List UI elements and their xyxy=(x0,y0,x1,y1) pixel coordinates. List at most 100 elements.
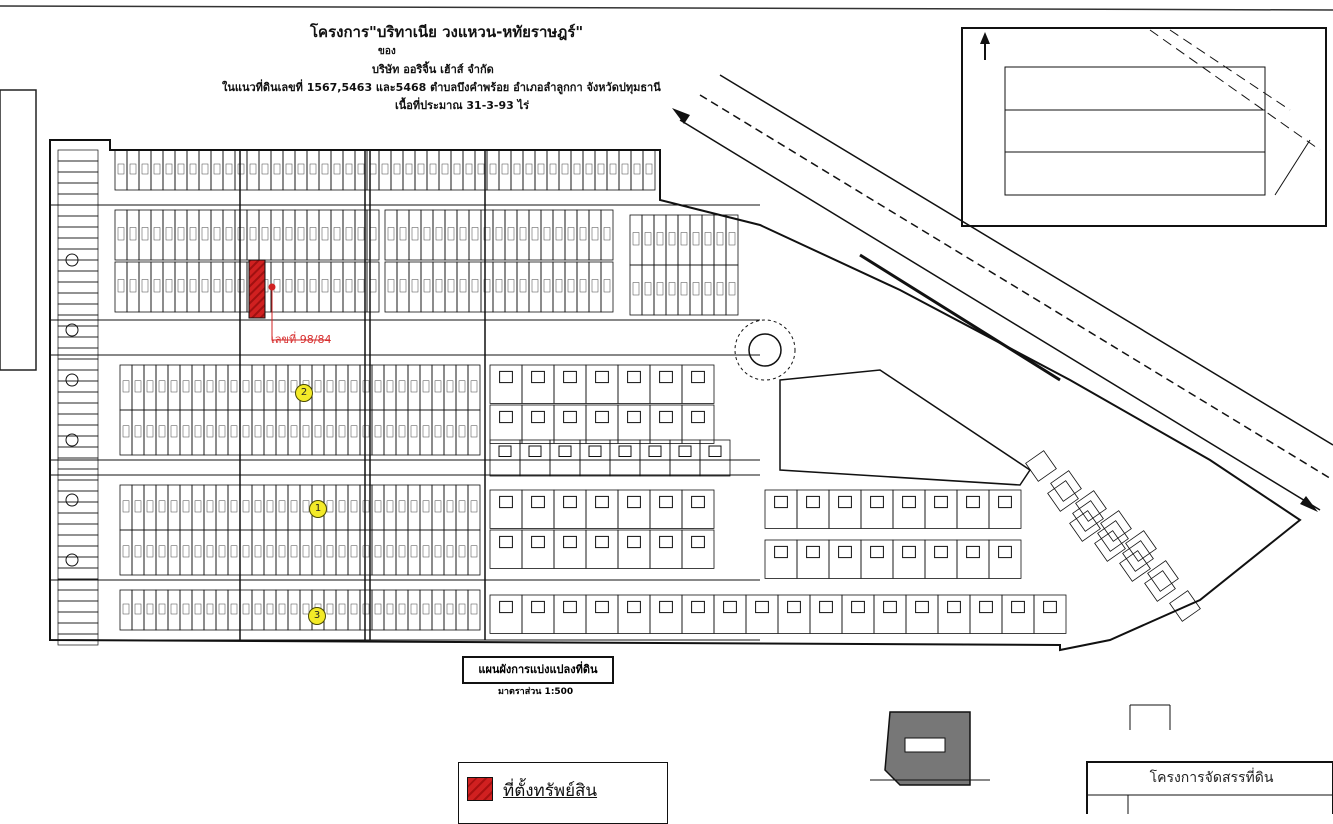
lot xyxy=(431,484,445,531)
lot xyxy=(468,261,482,313)
lot xyxy=(162,149,176,191)
lot xyxy=(311,364,325,411)
lot xyxy=(222,209,236,261)
lot xyxy=(407,484,421,531)
lot xyxy=(227,484,241,531)
lot xyxy=(480,261,494,313)
lot xyxy=(335,529,349,576)
lot xyxy=(215,364,229,411)
lot xyxy=(419,484,433,531)
lot xyxy=(347,484,361,531)
lot xyxy=(420,261,434,313)
lot xyxy=(701,264,715,316)
lot xyxy=(528,209,542,261)
lot xyxy=(131,484,145,531)
lot xyxy=(504,209,518,261)
lot xyxy=(311,409,325,456)
lot xyxy=(335,409,349,456)
project-title-of: ของ xyxy=(378,46,396,57)
lot xyxy=(294,149,308,191)
lot xyxy=(701,214,715,266)
lot xyxy=(456,261,470,313)
lot xyxy=(540,261,554,313)
lot xyxy=(653,264,667,316)
lot xyxy=(275,484,289,531)
lot xyxy=(395,484,409,531)
lot xyxy=(174,209,188,261)
lot xyxy=(227,364,241,411)
lot xyxy=(383,529,397,576)
lot xyxy=(150,149,164,191)
lot xyxy=(222,149,236,191)
lot xyxy=(263,589,277,631)
lot xyxy=(179,409,193,456)
lot xyxy=(468,209,482,261)
lot xyxy=(665,264,679,316)
lot xyxy=(395,364,409,411)
lot xyxy=(270,149,284,191)
lot xyxy=(191,529,205,576)
subject-pin xyxy=(268,283,276,291)
lot xyxy=(467,364,481,411)
lot xyxy=(443,529,457,576)
common-area xyxy=(779,369,1032,486)
lot xyxy=(641,264,655,316)
lot xyxy=(215,484,229,531)
lot xyxy=(438,149,452,191)
lot xyxy=(263,529,277,576)
lot xyxy=(239,409,253,456)
lot xyxy=(306,209,320,261)
site-boundary xyxy=(49,139,1302,652)
marker-3: 3 xyxy=(308,607,326,625)
lot xyxy=(167,529,181,576)
lot xyxy=(600,209,614,261)
lot xyxy=(383,589,397,631)
lot xyxy=(564,209,578,261)
lot xyxy=(311,529,325,576)
lot xyxy=(689,214,703,266)
lot xyxy=(330,149,344,191)
lot xyxy=(234,209,248,261)
lot xyxy=(191,409,205,456)
lot xyxy=(540,209,554,261)
lot xyxy=(564,261,578,313)
lot xyxy=(467,484,481,531)
lot xyxy=(725,264,739,316)
scale-label: มาตราส่วน 1:500 xyxy=(498,687,574,697)
land-area: เนื้อที่ประมาณ 31-3-93 ไร่ xyxy=(395,99,530,112)
lot xyxy=(498,149,512,191)
lot xyxy=(432,209,446,261)
lot xyxy=(366,149,380,191)
lot xyxy=(426,149,440,191)
lot xyxy=(323,589,337,631)
lot xyxy=(420,209,434,261)
lot xyxy=(629,264,643,316)
main-road xyxy=(672,74,1333,512)
lot-blocks xyxy=(50,149,760,641)
lot xyxy=(467,409,481,456)
lot xyxy=(431,364,445,411)
subject-leader-line xyxy=(271,290,330,341)
square-lots xyxy=(489,364,1201,634)
lot xyxy=(528,261,542,313)
lot xyxy=(203,484,217,531)
project-title: โครงการ"บริทาเนีย วงแหวน-หทัยราษฎร์" xyxy=(310,23,584,41)
lot xyxy=(383,409,397,456)
lot xyxy=(306,261,320,313)
company-name: บริษัท ออริจิ้น เฮ้าส์ จำกัด xyxy=(372,63,494,76)
subject-lot xyxy=(248,259,266,319)
lot xyxy=(282,209,296,261)
lot xyxy=(347,529,361,576)
legend: ที่ตั้งทรัพย์สิน xyxy=(458,762,668,824)
lot xyxy=(576,261,590,313)
lot xyxy=(677,264,691,316)
lot xyxy=(455,409,469,456)
lot xyxy=(689,264,703,316)
lot xyxy=(275,409,289,456)
plan-label: แผนผังการแบ่งแปลงที่ดิน xyxy=(462,656,614,684)
lot xyxy=(198,209,212,261)
lot xyxy=(126,149,140,191)
lot xyxy=(618,149,632,191)
lot xyxy=(534,149,548,191)
